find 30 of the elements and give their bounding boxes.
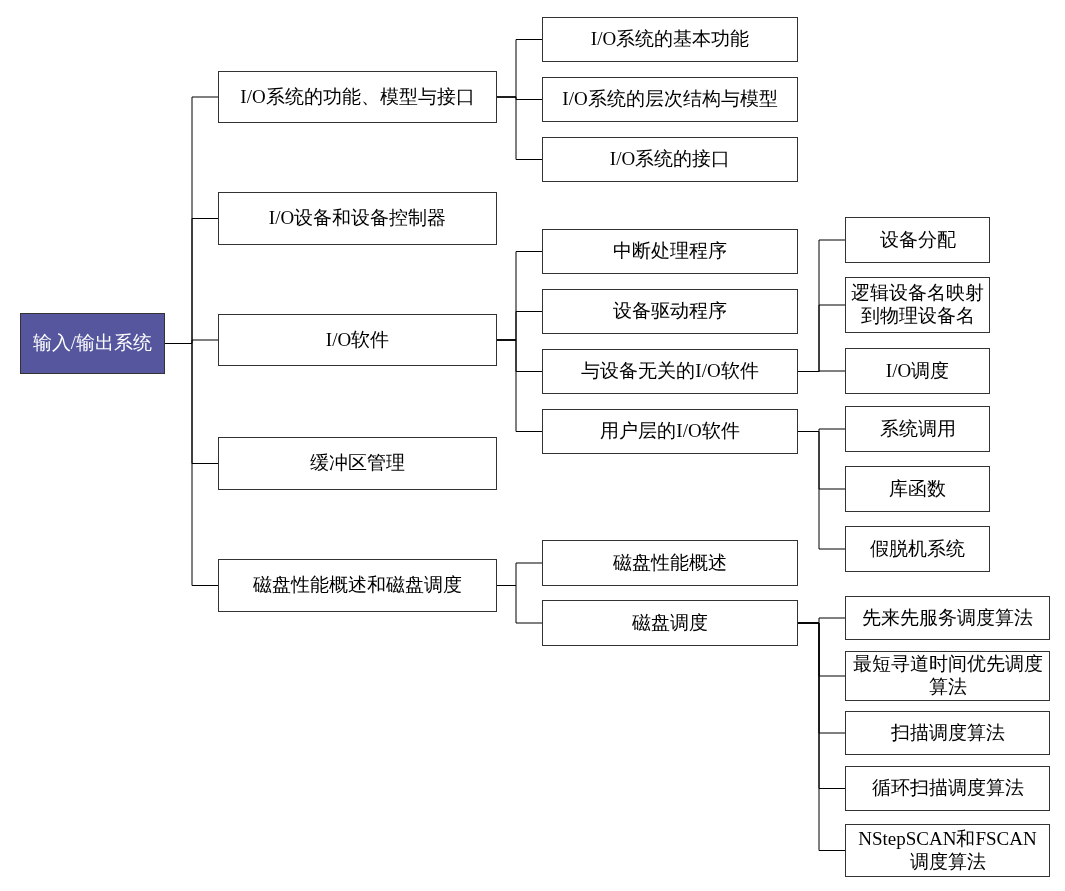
connector-line bbox=[496, 96, 543, 160]
topic-box: I/O设备和设备控制器 bbox=[218, 192, 497, 245]
connector-line bbox=[797, 622, 846, 851]
topic-box: I/O系统的层次结构与模型 bbox=[542, 77, 798, 122]
topic-box: 逻辑设备名映射到物理设备名 bbox=[845, 277, 990, 333]
topic-box: 与设备无关的I/O软件 bbox=[542, 349, 798, 394]
topic-box: I/O系统的基本功能 bbox=[542, 17, 798, 62]
topic-box: 先来先服务调度算法 bbox=[845, 596, 1050, 640]
topic-box: 设备驱动程序 bbox=[542, 289, 798, 334]
connector-line bbox=[164, 343, 219, 586]
topic-box: 中断处理程序 bbox=[542, 229, 798, 274]
topic-box: 最短寻道时间优先调度算法 bbox=[845, 651, 1050, 701]
topic-box: 库函数 bbox=[845, 466, 990, 512]
topic-box: I/O系统的功能、模型与接口 bbox=[218, 71, 497, 123]
topic-box: 设备分配 bbox=[845, 217, 990, 263]
topic-box: 系统调用 bbox=[845, 406, 990, 452]
topic-box: NStepSCAN和FSCAN调度算法 bbox=[845, 824, 1050, 877]
topic-box: 缓冲区管理 bbox=[218, 437, 497, 490]
topic-box: 用户层的I/O软件 bbox=[542, 409, 798, 454]
topic-box: 磁盘性能概述 bbox=[542, 540, 798, 586]
topic-box: I/O软件 bbox=[218, 314, 497, 366]
root-box: 输入/输出系统 bbox=[20, 313, 165, 374]
topic-box: 循环扫描调度算法 bbox=[845, 766, 1050, 811]
topic-box: 假脱机系统 bbox=[845, 526, 990, 572]
topic-box: I/O系统的接口 bbox=[542, 137, 798, 182]
topic-box: 扫描调度算法 bbox=[845, 711, 1050, 755]
connector-line bbox=[496, 339, 543, 432]
topic-box: 磁盘性能概述和磁盘调度 bbox=[218, 559, 497, 612]
topic-box: I/O调度 bbox=[845, 348, 990, 394]
topic-box: 磁盘调度 bbox=[542, 600, 798, 646]
